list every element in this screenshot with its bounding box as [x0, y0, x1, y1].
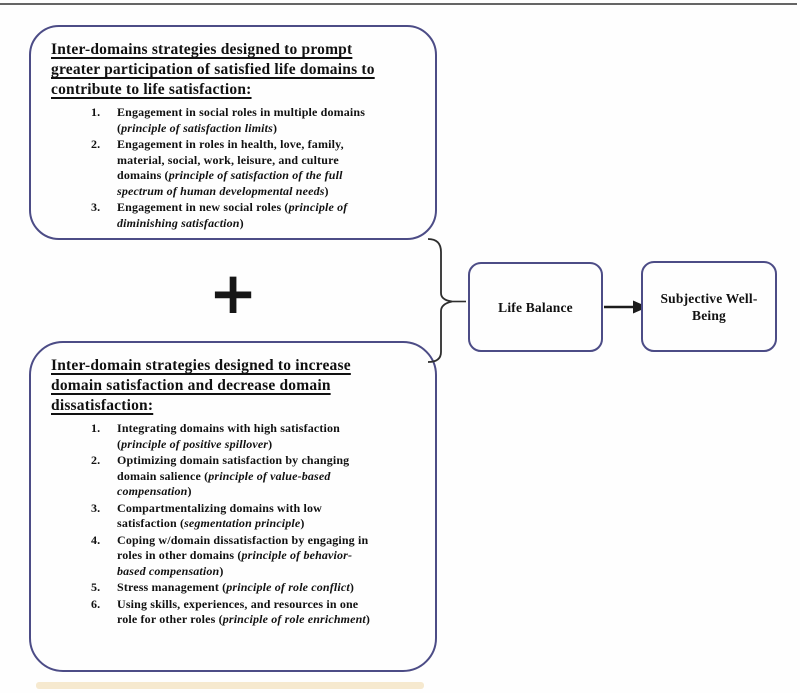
list-item: 3.Compartmentalizing domains with low sa…	[91, 500, 322, 531]
list-item: 5.Stress management (principle of role c…	[91, 580, 354, 594]
subjective-well-being-label: Subjective Well-Being	[660, 290, 758, 323]
list-item: 2.Optimizing domain satisfaction by chan…	[91, 453, 350, 498]
life-balance-label: Life Balance	[498, 299, 573, 315]
life-balance-box: Life Balance	[468, 262, 603, 352]
list-item: 2.Engagement in roles in health, love, f…	[91, 137, 344, 198]
subjective-well-being-box: Subjective Well-Being	[641, 261, 777, 352]
inter-domains-participation-box: Inter-domains strategies designed to pro…	[29, 25, 437, 240]
list-item: 3.Engagement in new social roles (princi…	[91, 200, 348, 230]
bottom-box-list: 1.Integrating domains with high satisfac…	[51, 421, 427, 628]
list-item: 6.Using skills, experiences, and resourc…	[91, 596, 371, 627]
top-box-list: 1.Engagement in social roles in multiple…	[51, 105, 427, 231]
scan-artifact-strip	[36, 682, 424, 689]
inter-domain-satisfaction-box: Inter-domain strategies designed to incr…	[29, 341, 437, 672]
list-item: 4.Coping w/domain dissatisfaction by eng…	[91, 532, 369, 578]
list-item: 1.Integrating domains with high satisfac…	[91, 421, 340, 451]
bottom-box-title: Inter-domain strategies designed to incr…	[51, 357, 351, 414]
plus-symbol: +	[208, 259, 258, 327]
curly-brace	[427, 238, 453, 363]
top-box-title: Inter-domains strategies designed to pro…	[51, 41, 375, 98]
list-item: 1.Engagement in social roles in multiple…	[91, 105, 366, 135]
scan-edge-line	[0, 3, 797, 5]
